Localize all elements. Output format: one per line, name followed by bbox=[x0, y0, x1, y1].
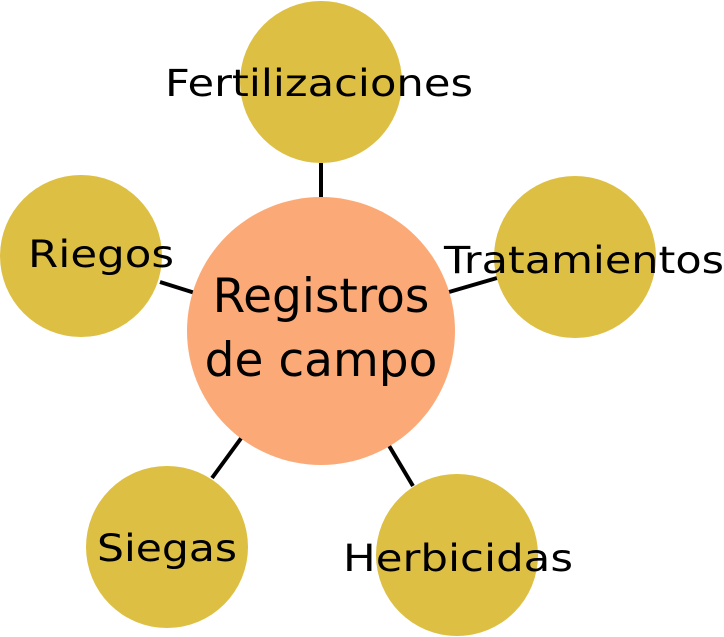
connector-herbicidas bbox=[386, 442, 415, 488]
satellite-nodes bbox=[0, 1, 656, 636]
connector-riegos bbox=[159, 280, 196, 295]
center-node-label-line1: Registros bbox=[213, 269, 430, 324]
node-label-fertilizaciones: Fertilizaciones bbox=[165, 62, 473, 105]
node-label-siegas: Siegas bbox=[97, 527, 237, 570]
node-label-herbicidas: Herbicidas bbox=[343, 537, 573, 580]
node-label-riegos: Riegos bbox=[28, 233, 174, 276]
connector-tratamientos bbox=[448, 276, 498, 294]
connectors bbox=[159, 163, 498, 488]
node-label-tratamientos: Tratamientos bbox=[443, 239, 724, 282]
node-circle-herbicidas bbox=[376, 474, 538, 636]
center-node-circle bbox=[187, 197, 455, 465]
node-circle-riegos bbox=[0, 175, 162, 337]
node-circle-fertilizaciones bbox=[240, 1, 402, 163]
connector-siegas bbox=[210, 435, 244, 480]
center-node-label-line2: de campo bbox=[205, 333, 438, 388]
node-circle-siegas bbox=[86, 466, 248, 628]
node-circle-tratamientos bbox=[494, 176, 656, 338]
